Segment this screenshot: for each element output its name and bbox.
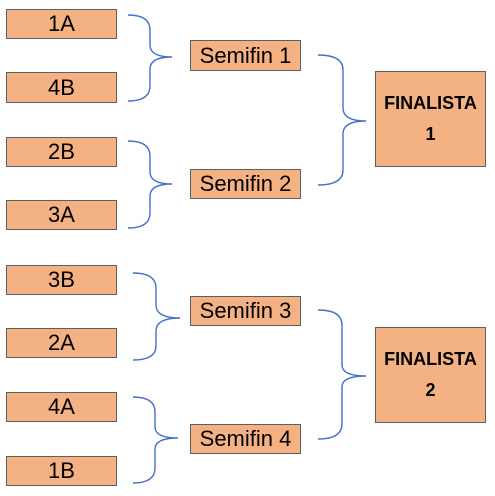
team-box-1a: 1A xyxy=(6,9,117,39)
semifinal-box-1: Semifin 1 xyxy=(190,40,301,71)
brace-3 xyxy=(132,272,181,361)
semifinal-box-2: Semifin 2 xyxy=(190,169,301,199)
team-label: 3A xyxy=(48,202,75,227)
team-label: 3B xyxy=(48,267,75,292)
finalist-number: 1 xyxy=(425,124,436,144)
finalist-title: FINALISTA xyxy=(384,349,477,369)
team-box-2b: 2B xyxy=(6,137,117,167)
team-label: 1A xyxy=(48,11,75,36)
team-box-4a: 4A xyxy=(6,392,117,422)
brace-6 xyxy=(317,309,367,440)
finalist-box-1: FINALISTA 1 xyxy=(375,71,486,167)
team-box-3b: 3B xyxy=(6,265,117,295)
team-box-1b: 1B xyxy=(6,456,117,486)
team-box-4b: 4B xyxy=(6,72,117,103)
semifinal-box-3: Semifin 3 xyxy=(190,296,301,326)
semifinal-label: Semifin 2 xyxy=(199,171,292,196)
finalist-title: FINALISTA xyxy=(384,93,477,113)
team-label: 1B xyxy=(48,458,75,483)
team-label: 4A xyxy=(48,394,75,419)
brace-1 xyxy=(127,14,173,102)
brace-5 xyxy=(317,54,367,186)
finalist-box-2: FINALISTA 2 xyxy=(375,327,486,423)
finalist-number: 2 xyxy=(425,380,436,400)
team-label: 2A xyxy=(48,330,75,355)
brace-4 xyxy=(132,396,179,484)
team-box-2a: 2A xyxy=(6,328,117,358)
team-box-3a: 3A xyxy=(6,200,117,230)
semifinal-label: Semifin 3 xyxy=(199,298,292,323)
semifinal-label: Semifin 1 xyxy=(199,42,292,68)
team-label: 4B xyxy=(48,74,75,100)
brace-2 xyxy=(127,140,173,229)
semifinal-box-4: Semifin 4 xyxy=(190,424,301,454)
semifinal-label: Semifin 4 xyxy=(199,426,292,451)
team-label: 2B xyxy=(48,139,75,164)
